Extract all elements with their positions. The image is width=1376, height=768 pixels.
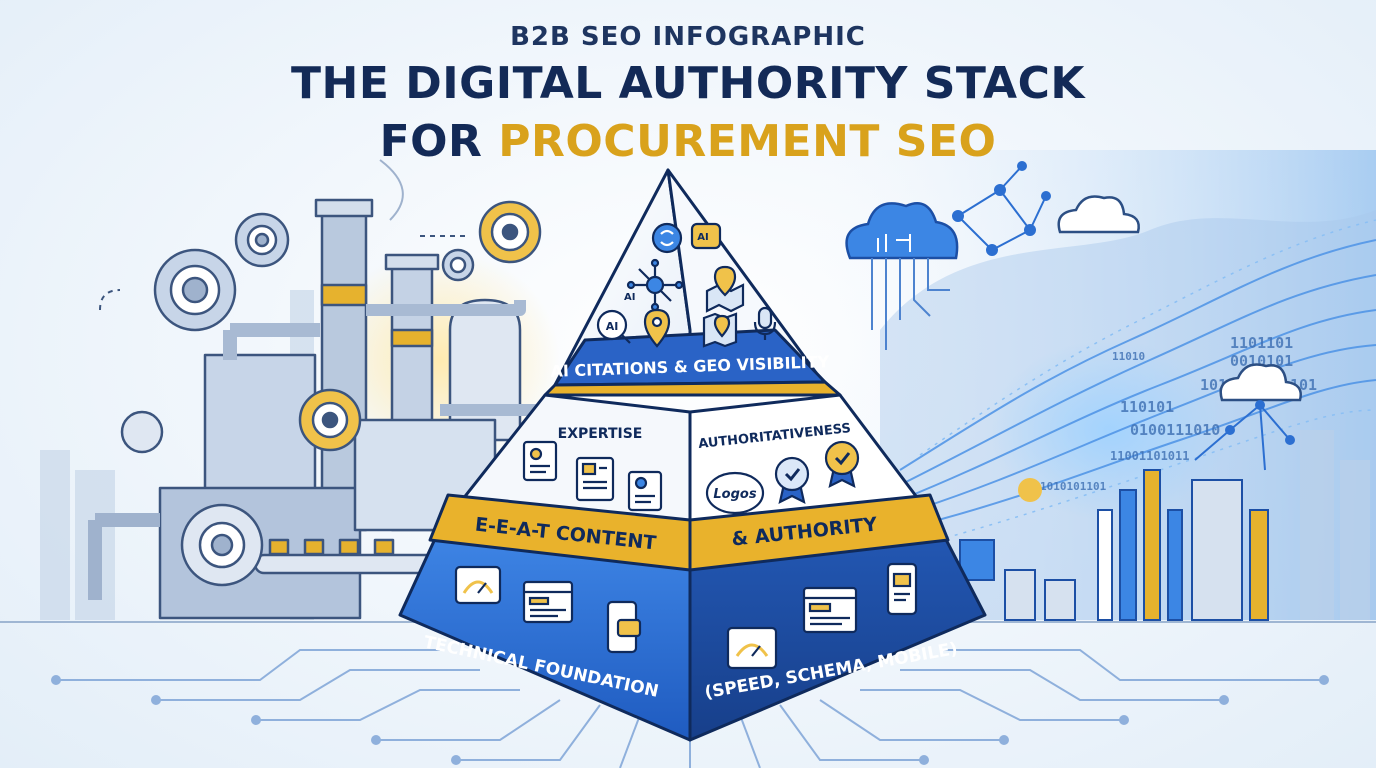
network-icon — [626, 258, 684, 312]
mobile-icon — [886, 562, 918, 616]
map-pin-icon — [705, 265, 745, 313]
ai-search-icon — [596, 309, 631, 344]
microphone-icon — [753, 306, 777, 340]
headline-line-1: THE DIGITAL AUTHORITY STACK — [291, 58, 1085, 109]
kicker-text: B2B SEO INFOGRAPHIC — [510, 22, 866, 52]
headline-prefix: FOR — [379, 116, 499, 167]
speed-gauge-icon — [726, 626, 778, 670]
circuit-traces — [51, 649, 1329, 768]
headline-accent: PROCUREMENT SEO — [498, 116, 997, 167]
award-ribbon-icon — [774, 456, 810, 505]
pyramid-icons — [454, 222, 918, 670]
profile-document-icon — [627, 470, 663, 512]
mobile-chat-icon — [606, 600, 642, 654]
cloud-icon — [1219, 363, 1302, 402]
map-icon — [702, 312, 738, 348]
top-gold-ledge — [543, 380, 842, 397]
speed-gauge-icon — [454, 565, 502, 605]
gear-icon — [441, 248, 475, 282]
ai-search-text: AI — [606, 320, 619, 333]
logos-badge-icon — [705, 471, 765, 515]
browser-window-icon — [522, 580, 574, 624]
binary-row: 1101101 — [1230, 334, 1293, 352]
binary-row: 0100111010 — [1130, 421, 1220, 439]
headline-line-2: FOR PROCUREMENT SEO — [0, 116, 1376, 168]
binary-row: 11001101011 — [1110, 449, 1189, 463]
binary-row: 11010 — [1112, 350, 1145, 363]
document-icon — [522, 440, 558, 482]
gear-icon — [234, 212, 290, 268]
digital-landscape: 1101101 0010101 11010 1010001 101 110101… — [845, 161, 1376, 621]
cloud-icon — [845, 202, 959, 350]
brain-icon — [651, 222, 683, 254]
document-icon — [575, 456, 615, 502]
industrial-plant — [88, 159, 560, 620]
gear-icon — [298, 388, 362, 452]
logos-badge-text: Logos — [713, 487, 756, 502]
ai-badge-icon — [690, 222, 722, 250]
award-ribbon-icon — [824, 440, 860, 489]
gear-icon — [153, 248, 237, 332]
expertise-heading: EXPERTISE — [558, 426, 643, 442]
ai-badge-text: AI — [697, 232, 708, 243]
browser-window-icon — [802, 586, 858, 634]
binary-row: 1010101101 — [1040, 480, 1107, 493]
title-block: B2B SEO INFOGRAPHIC THE DIGITAL AUTHORIT… — [0, 22, 1376, 168]
cloud-icon — [1057, 195, 1140, 234]
gear-icon — [478, 200, 542, 264]
middle-band-right — [688, 493, 950, 572]
location-pin-icon — [643, 308, 671, 348]
binary-row: 110101 — [1120, 398, 1174, 416]
ai-badge-text: AI — [624, 292, 635, 303]
network-graph — [952, 161, 1295, 471]
